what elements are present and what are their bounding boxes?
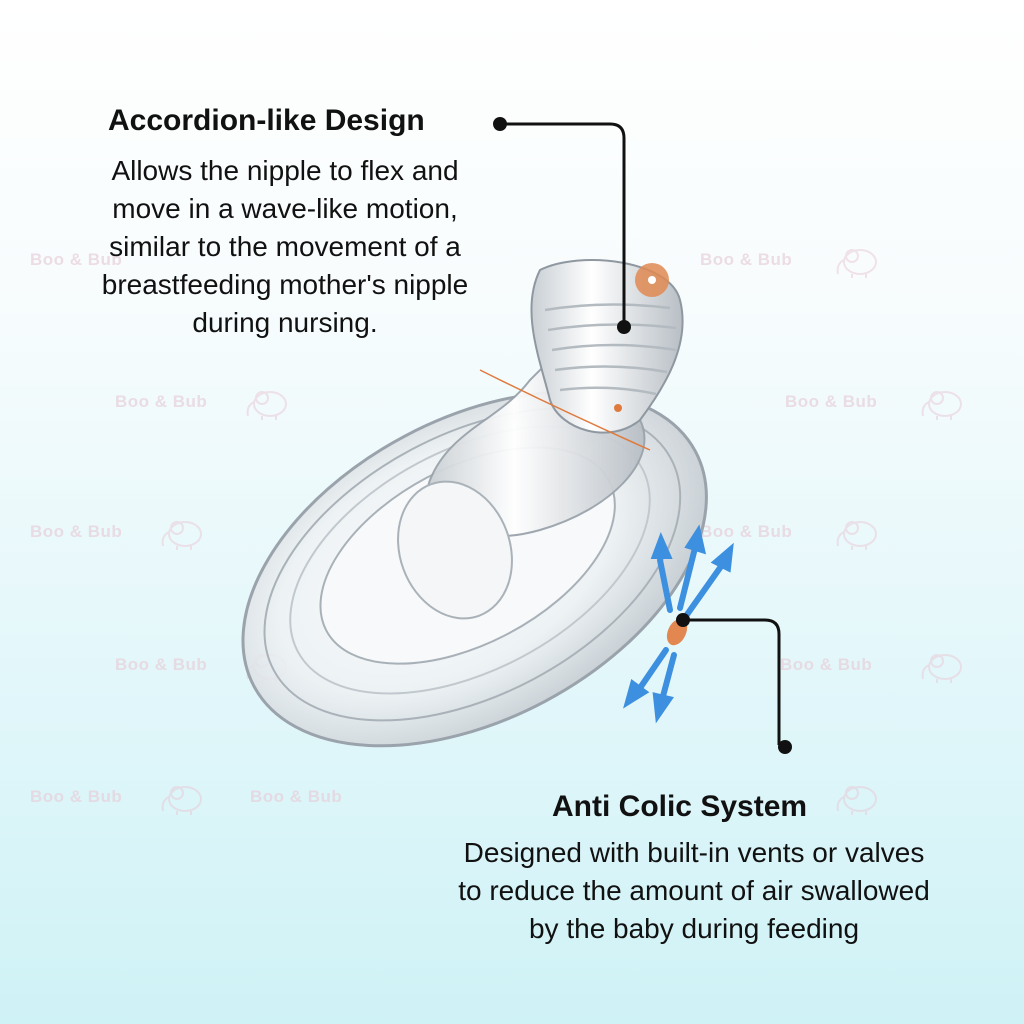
accordion-design-title: Accordion-like Design — [108, 104, 425, 137]
watermark-text: Boo & Bub — [30, 250, 123, 269]
description-line: similar to the movement of a — [109, 231, 461, 262]
elephant-logo-icon — [161, 521, 202, 550]
watermark-text: Boo & Bub — [115, 655, 208, 674]
watermark-text: Boo & Bub — [115, 392, 208, 411]
watermark-text: Boo & Bub — [30, 787, 123, 806]
description-line: during nursing. — [192, 307, 378, 338]
elephant-logo-icon — [161, 786, 202, 815]
watermark-text: Boo & Bub — [785, 392, 878, 411]
description-line: to reduce the amount of air swallowed — [458, 875, 930, 906]
anti-colic-title: Anti Colic System — [552, 790, 808, 823]
description-line: Designed with built-in vents or valves — [463, 837, 925, 868]
watermark-text: Boo & Bub — [700, 522, 793, 541]
elephant-logo-icon — [921, 654, 962, 683]
watermark-text: Boo & Bub — [780, 655, 873, 674]
watermark-text: Boo & Bub — [700, 250, 793, 269]
elephant-logo-icon — [836, 249, 877, 278]
elephant-logo-icon — [246, 391, 287, 420]
airflow-arrows-icon — [623, 524, 734, 724]
description-line: breastfeeding mother's nipple — [101, 269, 469, 300]
watermark-text: Boo & Bub — [250, 787, 343, 806]
description-line: by the baby during feeding — [528, 913, 860, 944]
accordion-design-description: Allows the nipple to flex and move in a … — [20, 152, 550, 342]
elephant-logo-icon — [836, 786, 877, 815]
description-line: move in a wave-like motion, — [112, 193, 458, 224]
nipple-illustration — [241, 259, 734, 748]
elephant-logo-icon — [921, 391, 962, 420]
watermark-text: Boo & Bub — [30, 522, 123, 541]
elephant-logo-icon — [836, 521, 877, 550]
description-line: Allows the nipple to flex and — [111, 155, 459, 186]
anti-colic-description: Designed with built-in vents or valves t… — [380, 834, 1008, 948]
